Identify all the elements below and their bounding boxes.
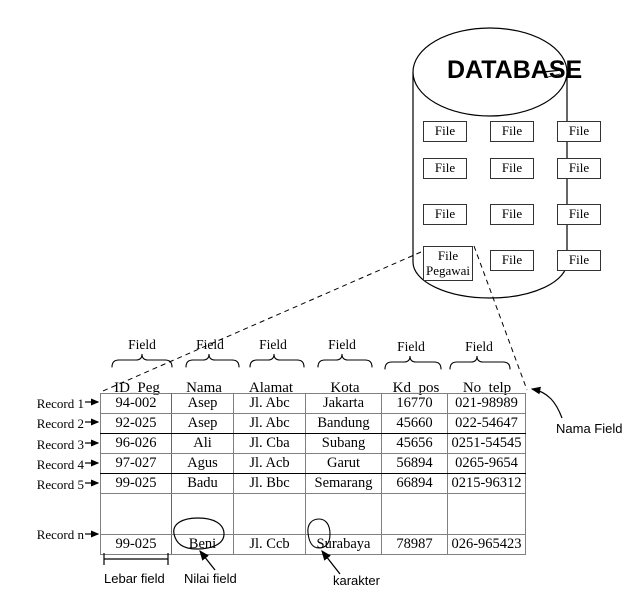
file-box[interactable]: File xyxy=(423,121,467,142)
record-label-1: Record 1 xyxy=(36,396,84,411)
cell-kd-pos: 16770 xyxy=(381,393,448,414)
file-box-label: File xyxy=(501,123,523,139)
file-box[interactable]: File xyxy=(423,204,467,225)
file-box-label: File xyxy=(501,252,523,268)
cell-alamat: Jl. Ccb xyxy=(233,534,306,555)
column-header-id-peg: ID_Peg xyxy=(114,380,160,396)
file-box-label: File xyxy=(434,160,456,176)
cell-nama: Ali xyxy=(171,433,234,454)
column-header-kd-pos: Kd_pos xyxy=(392,380,440,396)
record-label-2: Record 2 xyxy=(36,416,84,431)
file-box-label: File xyxy=(434,206,456,222)
cell-kd-pos xyxy=(381,493,448,535)
file-box-label: File xyxy=(437,248,459,264)
annotation-karakter: karakter xyxy=(333,573,380,588)
table-row[interactable]: 94-002 Asep Jl. Abc Jakarta 16770 021-98… xyxy=(100,393,526,414)
record-table-body: 94-002 Asep Jl. Abc Jakarta 16770 021-98… xyxy=(100,393,526,555)
column-header-nama: Nama xyxy=(186,380,222,396)
annotation-nilai-field: Nilai field xyxy=(184,571,237,586)
cell-no-telp: 0215-96312 xyxy=(447,473,526,494)
column-header-kota: Kota xyxy=(330,380,360,396)
dashed-connector-right xyxy=(473,245,528,391)
column-header-alamat: Alamat xyxy=(248,380,294,396)
file-box-label: File xyxy=(501,160,523,176)
file-box[interactable]: File xyxy=(490,158,534,179)
table-row[interactable]: 92-025 Asep Jl. Abc Bandung 45660 022-54… xyxy=(100,413,526,434)
file-box-label: File xyxy=(568,206,590,222)
file-box[interactable]: File xyxy=(490,250,534,271)
field-label: Field xyxy=(128,337,156,352)
field-label: Field xyxy=(328,337,356,352)
cell-id-peg: 99-025 xyxy=(100,473,172,494)
record-label-n: Record n xyxy=(36,527,84,542)
field-label: Field xyxy=(259,337,287,352)
record-table: 94-002 Asep Jl. Abc Jakarta 16770 021-98… xyxy=(100,393,526,555)
file-box-label: File xyxy=(568,252,590,268)
record-label-5: Record 5 xyxy=(36,477,84,492)
cell-kd-pos: 56894 xyxy=(381,453,448,474)
field-label: Field xyxy=(465,339,493,354)
cell-kd-pos: 66894 xyxy=(381,473,448,494)
cell-no-telp: 026-965423 xyxy=(447,534,526,555)
file-box-label: File xyxy=(568,160,590,176)
file-box[interactable]: File xyxy=(557,204,601,225)
record-label-3: Record 3 xyxy=(36,437,84,452)
cell-id-peg: 99-025 xyxy=(100,534,172,555)
record-label-4: Record 4 xyxy=(36,457,84,472)
file-box[interactable]: File xyxy=(423,158,467,179)
file-box-pegawai[interactable]: File Pegawai xyxy=(423,246,473,281)
file-box-label: File xyxy=(568,123,590,139)
cell-kota: Surabaya xyxy=(305,534,382,555)
cell-alamat: Jl. Abc xyxy=(233,413,306,434)
table-row[interactable]: 99-025 Beni Jl. Ccb Surabaya 78987 026-9… xyxy=(100,534,526,555)
annotation-nama-field: Nama Field xyxy=(556,421,623,436)
file-box[interactable]: File xyxy=(557,250,601,271)
file-box[interactable]: File xyxy=(490,204,534,225)
field-label: Field xyxy=(196,337,224,352)
cell-kd-pos: 78987 xyxy=(381,534,448,555)
file-box[interactable]: File xyxy=(490,121,534,142)
cell-id-peg: 92-025 xyxy=(100,413,172,434)
file-box[interactable]: File xyxy=(557,158,601,179)
file-box-sublabel: Pegawai xyxy=(425,262,471,278)
column-header-no-telp: No_telp xyxy=(462,380,512,396)
file-box[interactable]: File xyxy=(557,121,601,142)
cell-kota: Semarang xyxy=(305,473,382,494)
cell-id-peg xyxy=(100,493,172,535)
dashed-connector-left xyxy=(102,251,422,392)
cell-kd-pos: 45660 xyxy=(381,413,448,434)
file-box-label: File xyxy=(501,206,523,222)
annotation-lebar-field: Lebar field xyxy=(104,571,165,586)
file-box-label: File xyxy=(434,123,456,139)
cell-alamat: Jl. Bbc xyxy=(233,473,306,494)
field-label: Field xyxy=(397,339,425,354)
